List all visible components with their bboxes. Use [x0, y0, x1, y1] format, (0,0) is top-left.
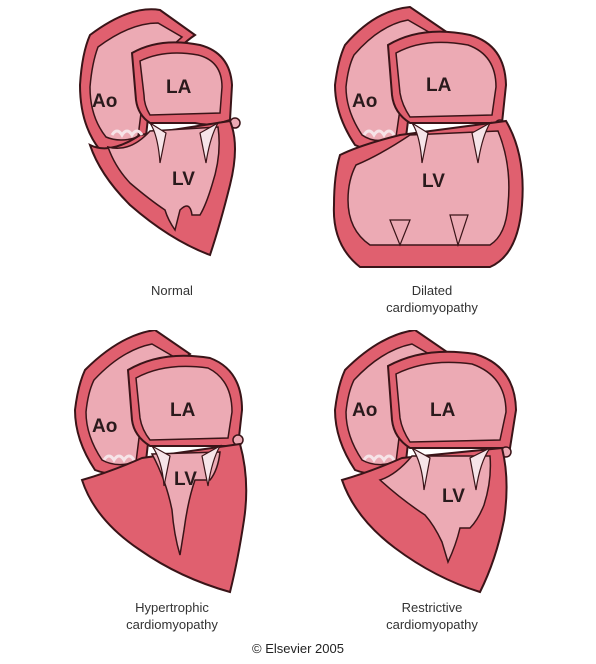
label-lv: LV — [442, 486, 465, 507]
left-atrium-chamber — [395, 361, 507, 443]
caption-restrictive: Restrictive cardiomyopathy — [322, 599, 542, 633]
ventricle-chamber — [106, 126, 220, 232]
panel-dilated: Ao LA LV — [330, 5, 530, 270]
caption-hypertrophic: Hypertrophic cardiomyopathy — [62, 599, 282, 633]
papillary-muscles — [389, 214, 469, 248]
mitral-valve — [411, 447, 491, 491]
caption-hypertrophic-line-1: Hypertrophic — [135, 600, 209, 615]
label-ao: Ao — [352, 91, 377, 112]
normal-heart-diagram: Ao LA LV — [78, 8, 241, 257]
panel-restrictive: Ao LA LV — [330, 330, 530, 595]
mitral-valve — [149, 121, 220, 164]
label-lv: LV — [422, 171, 445, 192]
caption-normal-line-1: Normal — [151, 283, 193, 298]
label-la: LA — [170, 400, 196, 421]
mitral-valve — [411, 121, 492, 164]
caption-restrictive-line-1: Restrictive — [401, 600, 463, 615]
left-atrium-chamber — [139, 52, 223, 116]
label-ao: Ao — [352, 400, 377, 421]
label-la: LA — [430, 400, 456, 421]
label-ao: Ao — [92, 416, 117, 437]
panel-normal: Ao LA LV — [70, 5, 270, 270]
aortic-valve — [102, 454, 136, 463]
label-ao: Ao — [92, 91, 117, 112]
restrictive-heart-diagram: Ao LA LV — [333, 330, 518, 594]
hypertrophic-heart-diagram: Ao LA LV — [73, 330, 248, 594]
caption-dilated-line-1: Dilated — [411, 283, 453, 298]
aortic-valve — [362, 129, 396, 138]
ventricle-chamber — [347, 130, 510, 246]
label-lv: LV — [174, 469, 197, 490]
caption-normal: Normal — [62, 282, 282, 299]
panel-hypertrophic: Ao LA LV — [70, 330, 270, 595]
ventricle-chamber — [150, 451, 221, 556]
copyright-notice: © Elsevier 2005 — [252, 641, 344, 656]
label-la: LA — [166, 77, 192, 98]
left-atrium-chamber — [395, 41, 497, 118]
dilated-heart-diagram: Ao LA LV — [332, 5, 524, 268]
caption-dilated-line-2: cardiomyopathy — [386, 300, 478, 315]
ventricle-wall — [80, 442, 248, 594]
caption-hypertrophic-line-2: cardiomyopathy — [126, 617, 218, 632]
aortic-valve — [110, 129, 144, 138]
label-la: LA — [426, 75, 452, 96]
left-atrium-chamber — [135, 365, 233, 441]
mitral-valve — [151, 444, 222, 487]
aortic-valve — [362, 454, 396, 463]
ventricle-chamber — [378, 455, 492, 565]
label-lv: LV — [172, 169, 195, 190]
caption-restrictive-line-2: cardiomyopathy — [386, 617, 478, 632]
caption-dilated: Dilated cardiomyopathy — [322, 282, 542, 316]
